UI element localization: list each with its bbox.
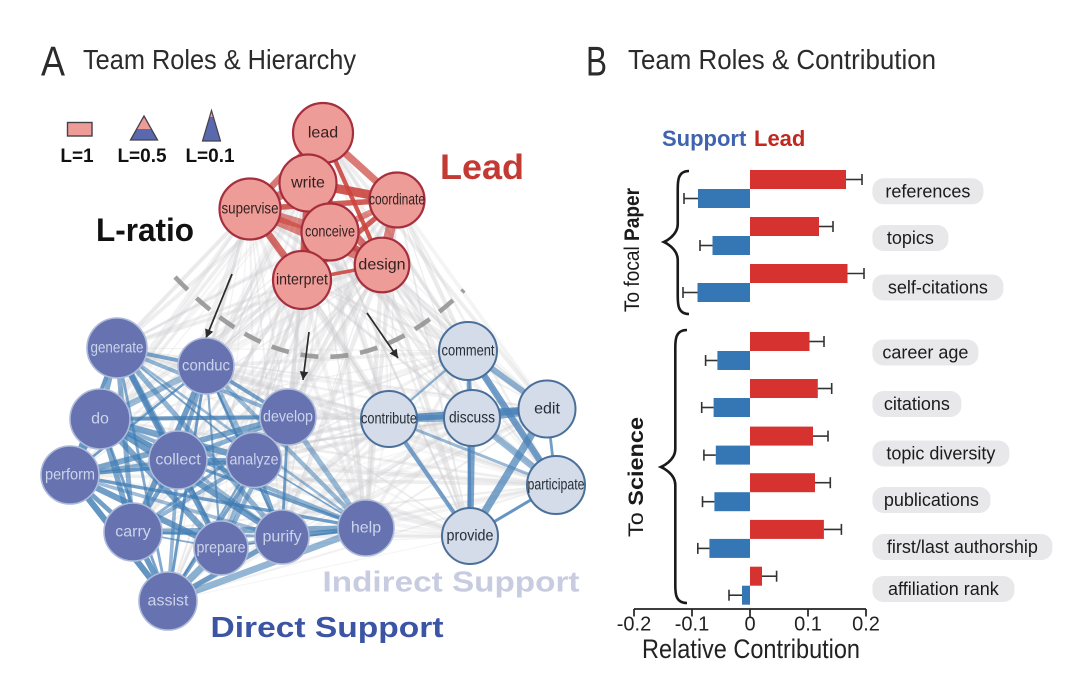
- svg-text:0: 0: [744, 614, 755, 636]
- svg-text:topic diversity: topic diversity: [886, 444, 995, 464]
- svg-text:analyze: analyze: [230, 452, 279, 469]
- svg-text:assist: assist: [148, 593, 189, 610]
- svg-text:supervise: supervise: [222, 201, 279, 218]
- svg-text:Relative Contribution: Relative Contribution: [642, 634, 860, 664]
- svg-text:Direct Support: Direct Support: [211, 612, 444, 644]
- svg-text:Support: Support: [662, 126, 747, 151]
- svg-text:generate: generate: [91, 340, 144, 357]
- svg-text:edit: edit: [534, 401, 560, 418]
- svg-text:Team Roles & Hierarchy: Team Roles & Hierarchy: [83, 44, 356, 75]
- svg-text:career age: career age: [882, 343, 968, 363]
- svg-text:purify: purify: [262, 529, 301, 546]
- svg-text:develop: develop: [263, 409, 313, 426]
- svg-text:L=1: L=1: [60, 146, 94, 167]
- svg-text:references: references: [885, 181, 970, 201]
- svg-text:B: B: [586, 38, 607, 85]
- svg-text:-0.1: -0.1: [675, 614, 709, 636]
- svg-text:-0.2: -0.2: [617, 614, 651, 636]
- svg-text:Lead: Lead: [440, 148, 524, 187]
- svg-text:0.1: 0.1: [794, 614, 822, 636]
- svg-text:affiliation rank: affiliation rank: [888, 579, 1000, 599]
- svg-text:L=0.5: L=0.5: [117, 146, 167, 167]
- svg-text:write: write: [290, 175, 325, 192]
- svg-text:coordinate: coordinate: [369, 192, 425, 209]
- svg-text:self-citations: self-citations: [888, 278, 988, 298]
- svg-text:Lead: Lead: [754, 126, 805, 151]
- svg-text:provide: provide: [447, 528, 494, 545]
- svg-text:conceive: conceive: [305, 224, 355, 241]
- svg-text:conduc: conduc: [182, 358, 230, 375]
- svg-text:prepare: prepare: [197, 540, 246, 557]
- svg-text:design: design: [358, 257, 405, 274]
- svg-text:0.2: 0.2: [852, 614, 880, 636]
- svg-text:discuss: discuss: [449, 410, 495, 427]
- svg-text:A: A: [41, 38, 65, 85]
- svg-text:contribute: contribute: [361, 411, 417, 428]
- svg-text:To focal Paper: To focal Paper: [621, 188, 644, 312]
- svg-text:citations: citations: [884, 394, 950, 414]
- svg-text:do: do: [91, 411, 109, 428]
- svg-text:collect: collect: [155, 452, 201, 469]
- svg-text:topics: topics: [887, 228, 934, 248]
- svg-text:perform: perform: [45, 467, 95, 484]
- svg-text:L=0.1: L=0.1: [185, 146, 235, 167]
- svg-text:Indirect Support: Indirect Support: [323, 567, 580, 599]
- svg-text:To Science: To Science: [625, 417, 648, 537]
- svg-text:interpret: interpret: [276, 272, 328, 289]
- svg-text:publications: publications: [884, 490, 979, 510]
- svg-text:lead: lead: [308, 125, 338, 142]
- svg-text:help: help: [351, 520, 381, 537]
- svg-text:L-ratio: L-ratio: [96, 212, 194, 248]
- svg-text:participate: participate: [528, 477, 585, 494]
- svg-text:carry: carry: [115, 524, 151, 541]
- svg-text:comment: comment: [442, 343, 495, 360]
- svg-text:first/last authorship: first/last authorship: [887, 537, 1038, 557]
- svg-text:Team Roles & Contribution: Team Roles & Contribution: [628, 44, 936, 75]
